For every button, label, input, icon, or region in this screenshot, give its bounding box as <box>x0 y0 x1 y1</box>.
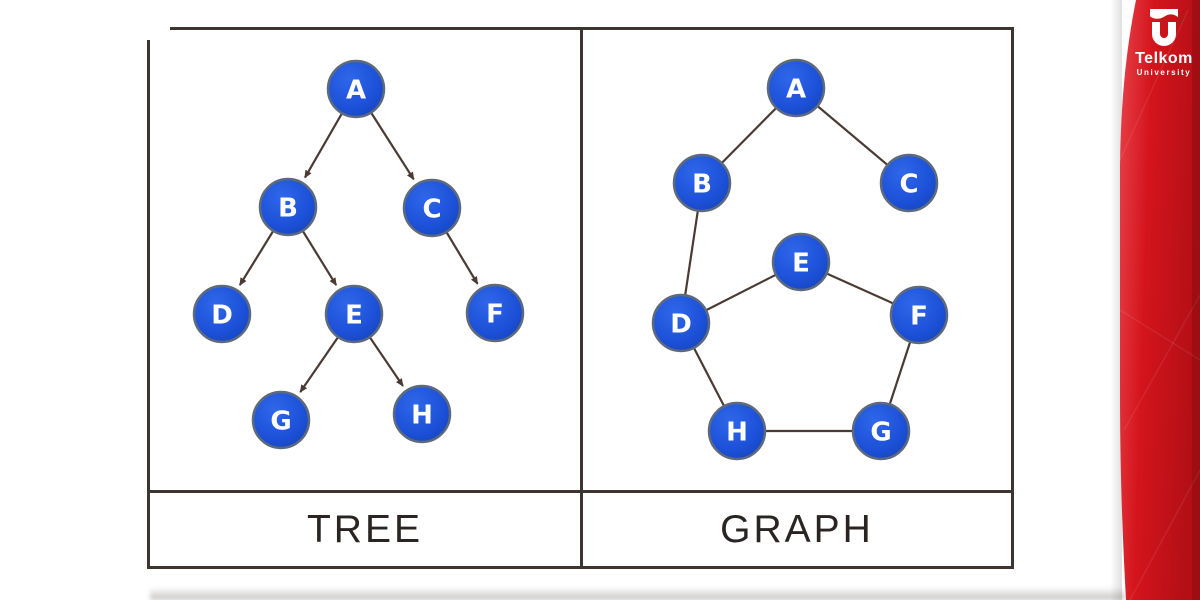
tree-node-circle-h <box>392 384 452 444</box>
graph-node-d: D <box>651 293 711 353</box>
table-border-right <box>1011 27 1014 569</box>
tree-caption: TREE <box>306 507 423 551</box>
tree-node-circle-d <box>192 284 252 344</box>
graph-node-a: A <box>766 58 826 118</box>
graph-node-circle-c <box>879 153 939 213</box>
graph-node-circle-f <box>889 285 949 345</box>
graph-node-label-f: F <box>910 301 928 331</box>
telkom-u-icon <box>1150 9 1178 46</box>
graph-node-label-d: D <box>670 309 692 339</box>
ribbon-dark-edge <box>1192 0 1200 600</box>
tree-node-label-b: B <box>278 193 298 223</box>
telkom-logo: Telkom University <box>1130 8 1198 78</box>
graph-node-g: G <box>851 401 911 461</box>
tree-node-circle-f <box>465 283 525 343</box>
tree-node-g: G <box>251 390 311 450</box>
graph-node-circle-h <box>707 401 767 461</box>
tree-node-label-f: F <box>486 299 504 329</box>
graph-node-e: E <box>771 232 831 292</box>
graph-node-circle-g <box>851 401 911 461</box>
graph-caption: GRAPH <box>720 507 874 551</box>
tree-panel: A B C D E F G H <box>192 59 525 450</box>
tree-node-circle-c <box>402 178 462 238</box>
graph-node-label-c: C <box>899 169 918 199</box>
graph-node-h: H <box>707 401 767 461</box>
tree-node-label-e: E <box>345 300 363 330</box>
ribbon-shape <box>1120 0 1200 600</box>
tree-node-label-d: D <box>211 300 233 330</box>
tree-node-circle-e <box>324 284 384 344</box>
tree-node-d: D <box>192 284 252 344</box>
tree-node-f: F <box>465 283 525 343</box>
tree-node-circle-g <box>251 390 311 450</box>
tree-node-h: H <box>392 384 452 444</box>
graph-node-circle-e <box>771 232 831 292</box>
tree-node-c: C <box>402 178 462 238</box>
graph-node-label-h: H <box>726 417 748 447</box>
tree-node-circle-a <box>326 59 386 119</box>
telkom-university-text: University <box>1136 68 1192 77</box>
tree-node-b: B <box>258 177 318 237</box>
tree-node-circle-b <box>258 177 318 237</box>
tree-node-a: A <box>326 59 386 119</box>
tree-node-label-h: H <box>411 400 433 430</box>
table-border-top <box>170 27 1014 30</box>
graph-node-label-a: A <box>786 74 806 104</box>
telkom-banner-ribbon <box>1119 0 1200 600</box>
table-column-divider <box>580 27 583 569</box>
graph-node-circle-d <box>651 293 711 353</box>
graph-panel: A B C E D F H G <box>651 58 949 461</box>
graph-node-circle-a <box>766 58 826 118</box>
tree-node-label-g: G <box>270 406 291 436</box>
graph-node-f: F <box>889 285 949 345</box>
table-border-left <box>147 40 150 569</box>
tree-node-label-c: C <box>422 194 441 224</box>
telkom-brand-text: Telkom <box>1135 50 1193 67</box>
page-shadow <box>150 587 1125 600</box>
graph-node-b: B <box>672 153 732 213</box>
graph-node-label-e: E <box>792 248 810 278</box>
ribbon-texture-lines <box>1119 9 1200 600</box>
graph-node-label-g: G <box>870 417 891 447</box>
graph-node-label-b: B <box>692 169 712 199</box>
tree-node-e: E <box>324 284 384 344</box>
tree-node-label-a: A <box>346 75 366 105</box>
graph-node-circle-b <box>672 153 732 213</box>
graph-node-c: C <box>879 153 939 213</box>
banner-shadow <box>1110 0 1122 600</box>
